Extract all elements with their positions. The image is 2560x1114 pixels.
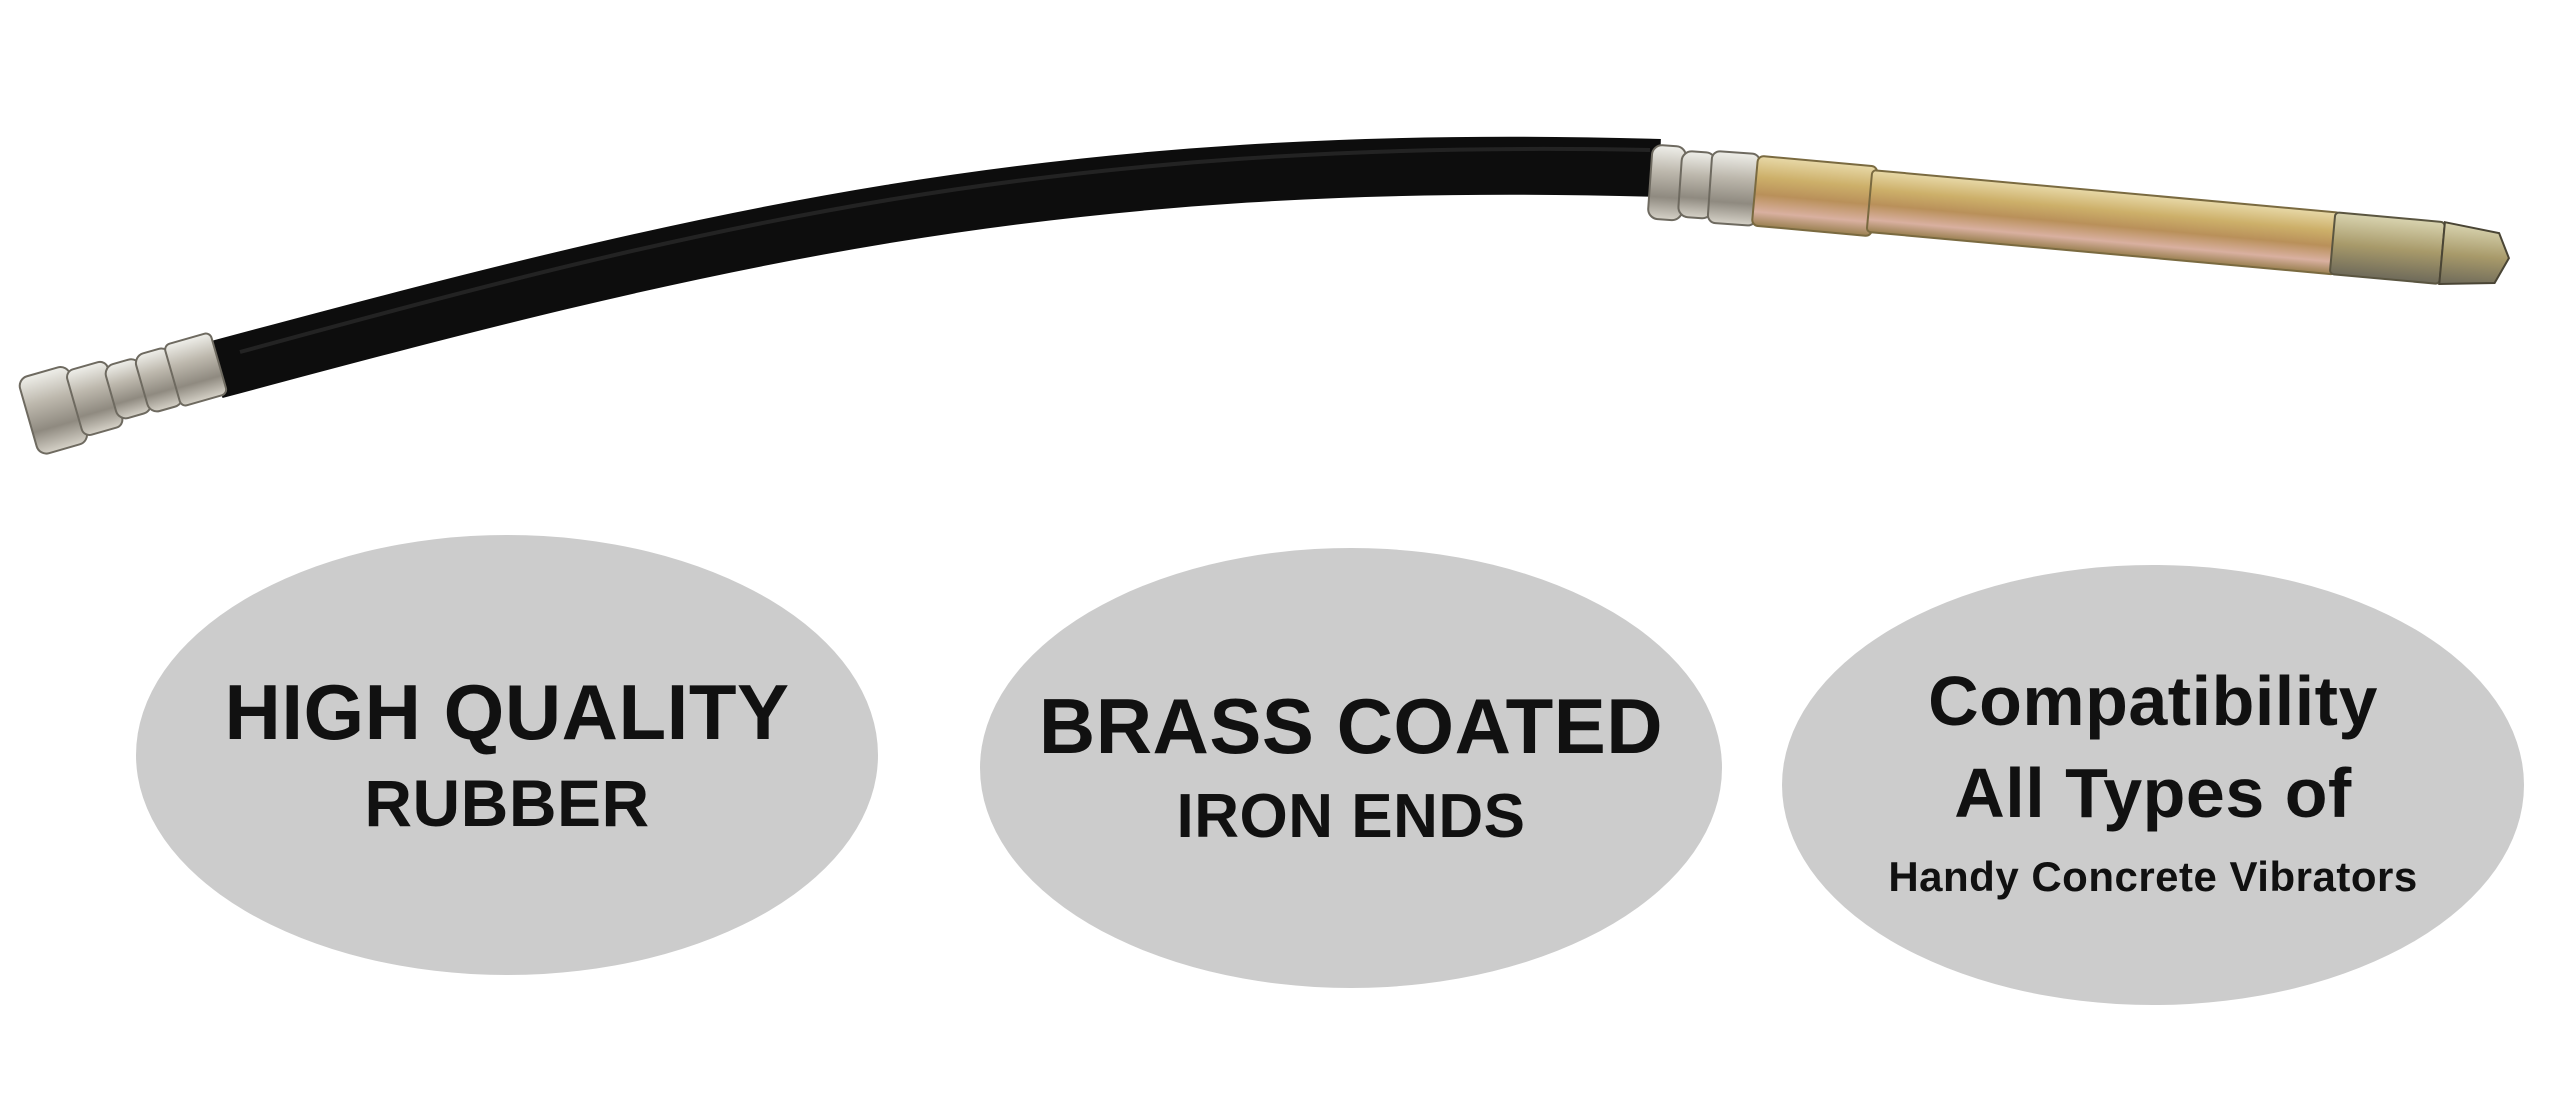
badge-heading: Compatibility: [1928, 662, 2378, 740]
badge-heading: HIGH QUALITY: [224, 668, 790, 756]
feature-badge-compatibility: Compatibility All Types of Handy Concret…: [1782, 565, 2524, 1005]
right-steel-coupling: [1647, 144, 1761, 227]
rubber-hose: [207, 136, 1661, 399]
badge-subheading: Handy Concrete Vibrators: [1888, 853, 2418, 900]
badge-heading-line-2: All Types of: [1954, 754, 2352, 832]
badge-subheading: RUBBER: [364, 766, 650, 840]
brass-tube: [1751, 155, 2511, 285]
feature-badge-rubber: HIGH QUALITY RUBBER: [136, 535, 878, 975]
feature-badge-brass: BRASS COATED IRON ENDS: [980, 548, 1722, 988]
badge-heading: BRASS COATED: [1038, 682, 1664, 770]
badge-subheading: IRON ENDS: [1176, 782, 1526, 851]
left-steel-fitting: [18, 332, 228, 455]
